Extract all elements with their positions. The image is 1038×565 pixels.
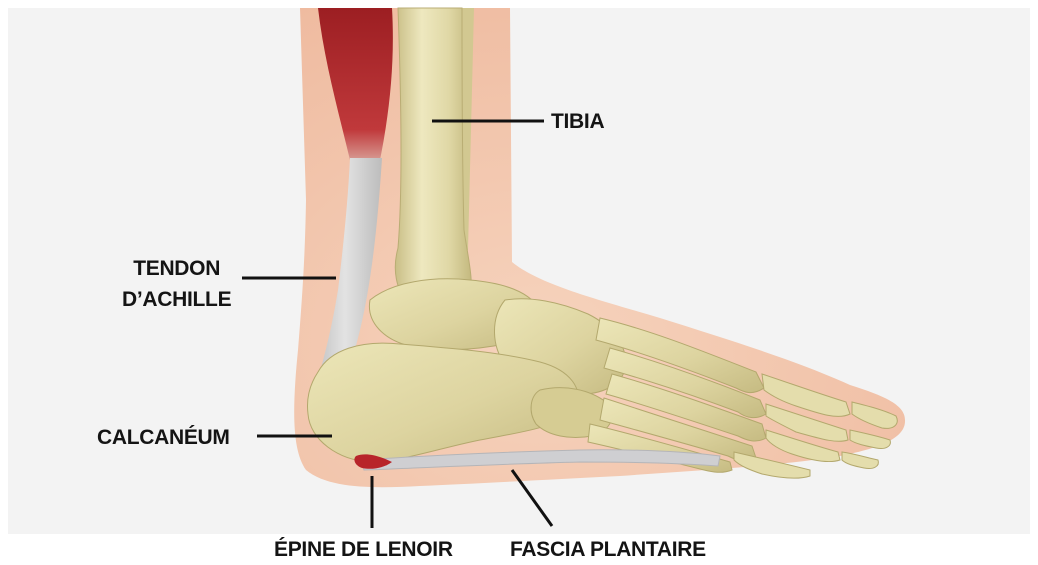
plantar-fascia-label: FASCIA PLANTAIRE (510, 534, 706, 565)
achilles-tendon-label-line2: D’ACHILLE (122, 284, 231, 315)
calcaneum-label: CALCANÉUM (97, 422, 230, 453)
achilles-tendon-label: TENDON D’ACHILLE (122, 253, 231, 315)
tibia-bone (395, 8, 471, 313)
tibia-label: TIBIA (551, 106, 604, 137)
achilles-tendon-label-line1: TENDON (122, 253, 231, 284)
heel-spur-label: ÉPINE DE LENOIR (274, 534, 453, 565)
